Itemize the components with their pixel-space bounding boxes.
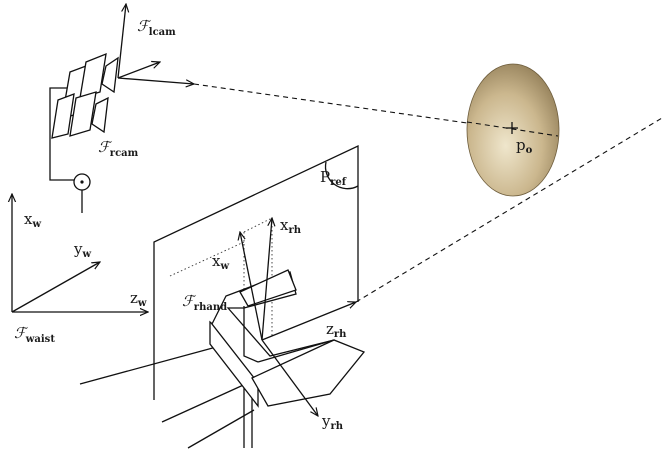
camera-head [49, 4, 194, 181]
target-object [466, 63, 560, 197]
rh-z-axis [261, 302, 356, 341]
reference-plane-outline [153, 144, 359, 400]
waist-frame [12, 194, 148, 312]
camera-mount-line [49, 87, 76, 181]
label-zw: zw [130, 289, 147, 309]
lcam-axis-forward [117, 77, 194, 84]
waist-y-axis [11, 262, 100, 313]
label-xw: xw [24, 210, 41, 230]
label-po: po [516, 136, 533, 156]
right-camera-body [69, 91, 97, 137]
neck-joint [73, 173, 91, 213]
rh-xw-axis [240, 232, 263, 341]
plane-dotted-h [169, 241, 245, 277]
left-camera-lens [101, 56, 119, 94]
lcam-axis-upright [117, 62, 160, 79]
neck-joint-center [80, 180, 84, 184]
label-rhand: ℱrhand [182, 292, 227, 313]
robot-hand [79, 269, 366, 449]
right-hand-frame [240, 218, 356, 416]
label-rcam: ℱrcam [98, 138, 139, 159]
right-camera-lens [91, 96, 109, 134]
finger-bottom [251, 339, 366, 407]
finger-crease [257, 339, 335, 363]
label-yrh: yrh [321, 412, 344, 432]
left-camera-body [79, 52, 107, 99]
reference-plane-corner-arc [324, 161, 359, 190]
arm-line-1 [79, 345, 221, 385]
label-zrh: zrh [326, 320, 347, 340]
arm-line-2 [161, 381, 251, 423]
finger-top [239, 269, 297, 307]
object-ellipsoid [466, 63, 560, 197]
finger-inner-edge [243, 306, 259, 363]
hand-object-line [355, 117, 663, 303]
label-waist: ℱwaist [14, 324, 55, 345]
rh-x-axis [261, 218, 272, 341]
rh-y-axis [261, 339, 318, 416]
label-yw: yw [73, 240, 91, 260]
label-pref: Pref [320, 168, 347, 188]
label-xrh: xrh [280, 216, 302, 236]
arm-line-3 [187, 409, 255, 449]
lcam-axis-up [117, 4, 126, 79]
label-lcam: ℱlcam [137, 17, 176, 38]
right-camera-body-back [51, 93, 75, 139]
label-xw-hand: xw [212, 252, 229, 272]
plane-dotted-diag [243, 217, 273, 233]
